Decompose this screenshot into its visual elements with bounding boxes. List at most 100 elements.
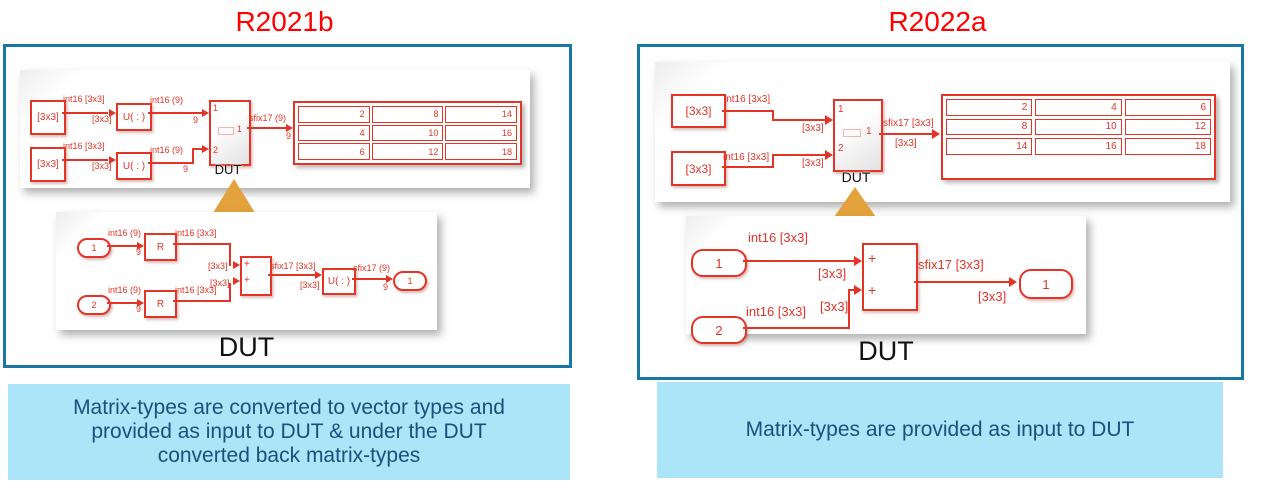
sum-block [240, 256, 272, 296]
signal-line [268, 274, 315, 276]
port-number: 2 [838, 143, 844, 154]
signal-line [173, 243, 231, 245]
signal-line [148, 162, 194, 164]
dut-label: DUT [214, 162, 242, 177]
arrowhead-icon [109, 156, 116, 164]
display-cell: 2 [946, 99, 1033, 116]
display-cell: 4 [298, 124, 370, 142]
display-cell: 2 [298, 106, 370, 123]
signal-label: int16 [3x3] [175, 228, 217, 238]
port-number: 1 [866, 126, 872, 137]
signal-line [743, 260, 855, 262]
signal-label: sfix17 (9) [249, 113, 287, 123]
port-number: 1 [838, 104, 844, 115]
signal-line [352, 278, 386, 280]
signal-label: int16 [3x3] [63, 141, 105, 151]
signal-label: [3x3] [92, 161, 112, 171]
dut-label: DUT [841, 169, 871, 185]
signal-line [743, 327, 850, 329]
inport: 2 [691, 316, 747, 344]
display-block: 2 4 6 8 10 12 14 16 18 [941, 94, 1216, 180]
signal-line [247, 127, 286, 129]
display-cell: 14 [946, 138, 1033, 155]
display-cell: 10 [371, 124, 444, 142]
caption-r2022a: Matrix-types are provided as input to DU… [657, 382, 1223, 478]
signal-label: int16 [3x3] [748, 230, 808, 245]
source-block: [3x3] [30, 100, 66, 135]
signal-label: 9 [383, 282, 389, 292]
signal-label: [3x3] [210, 278, 230, 288]
signal-label: [3x3] [802, 158, 824, 169]
signal-line [173, 300, 231, 302]
arrowhead-icon [315, 271, 322, 279]
signal-label: [3x3] [818, 266, 847, 281]
inport: 1 [691, 249, 747, 277]
dut-block [833, 99, 883, 172]
arrowhead-icon [854, 256, 862, 266]
display-cell: 12 [1124, 118, 1211, 136]
display-cell: 16 [1035, 138, 1122, 155]
outport: 1 [1019, 269, 1073, 299]
signal-line [772, 154, 826, 156]
arrowhead-icon [854, 285, 862, 295]
signal-label: int16 (9) [150, 145, 184, 155]
signal-label: [3x3] [802, 123, 824, 134]
signal-line [62, 159, 108, 161]
signal-line [772, 119, 826, 121]
arrowhead-icon [286, 124, 293, 132]
signal-line [229, 283, 231, 302]
display-cell: 8 [946, 118, 1033, 136]
signal-line [914, 281, 1010, 283]
signal-label: 9 [193, 115, 199, 125]
signal-line [62, 112, 108, 114]
dut-ghost-icon [218, 127, 234, 135]
signal-line [848, 290, 850, 329]
signal-label: int16 [3x3] [724, 94, 771, 105]
arrowhead-icon [1009, 277, 1017, 287]
reshape-r-block: R [144, 233, 177, 261]
reshape-block: U( : ) [116, 152, 152, 180]
display-cell: 8 [371, 106, 444, 123]
signal-label: [3x3] [208, 261, 228, 271]
signal-line [107, 302, 137, 304]
display-block: 2 8 14 4 10 16 6 12 18 [293, 101, 522, 165]
port-number: 1 [237, 124, 243, 134]
signal-label: int16 (9) [108, 285, 142, 295]
signal-label: int16 (9) [150, 95, 184, 105]
port-number: 1 [213, 103, 219, 113]
display-cell: 4 [1035, 99, 1122, 116]
arrowhead-icon [202, 109, 209, 117]
inport: 2 [77, 295, 111, 315]
arrowhead-icon [932, 129, 940, 139]
signal-label: [3x3] [300, 280, 320, 290]
signal-line [879, 133, 933, 135]
signal-line [848, 289, 855, 291]
signal-line [722, 110, 774, 112]
display-cell: 18 [445, 143, 517, 160]
outport: 1 [393, 271, 427, 291]
plus-sign: + [244, 275, 250, 286]
signal-line [722, 166, 774, 168]
display-cell: 16 [445, 124, 517, 142]
reshape-block: U( : ) [322, 268, 356, 295]
signal-line [107, 245, 137, 247]
arrowhead-icon [202, 145, 209, 153]
signal-label: [3x3] [895, 138, 917, 149]
arrowhead-icon [386, 275, 393, 283]
arrowhead-icon [137, 242, 144, 250]
signal-label: sfix17 [3x3] [883, 118, 934, 129]
plus-sign: + [868, 250, 877, 266]
source-block: [3x3] [671, 94, 726, 128]
signal-line [772, 155, 774, 168]
signal-line [192, 148, 202, 150]
signal-label: 9 [183, 164, 189, 174]
signal-label: sfix17 (9) [353, 263, 391, 273]
signal-label: [3x3] [92, 114, 112, 124]
signal-line [192, 149, 194, 164]
dut-block [209, 100, 251, 166]
sum-block [862, 243, 918, 311]
plus-sign: + [244, 259, 250, 270]
display-cell: 14 [445, 106, 517, 123]
signal-label: int16 [3x3] [746, 304, 806, 319]
